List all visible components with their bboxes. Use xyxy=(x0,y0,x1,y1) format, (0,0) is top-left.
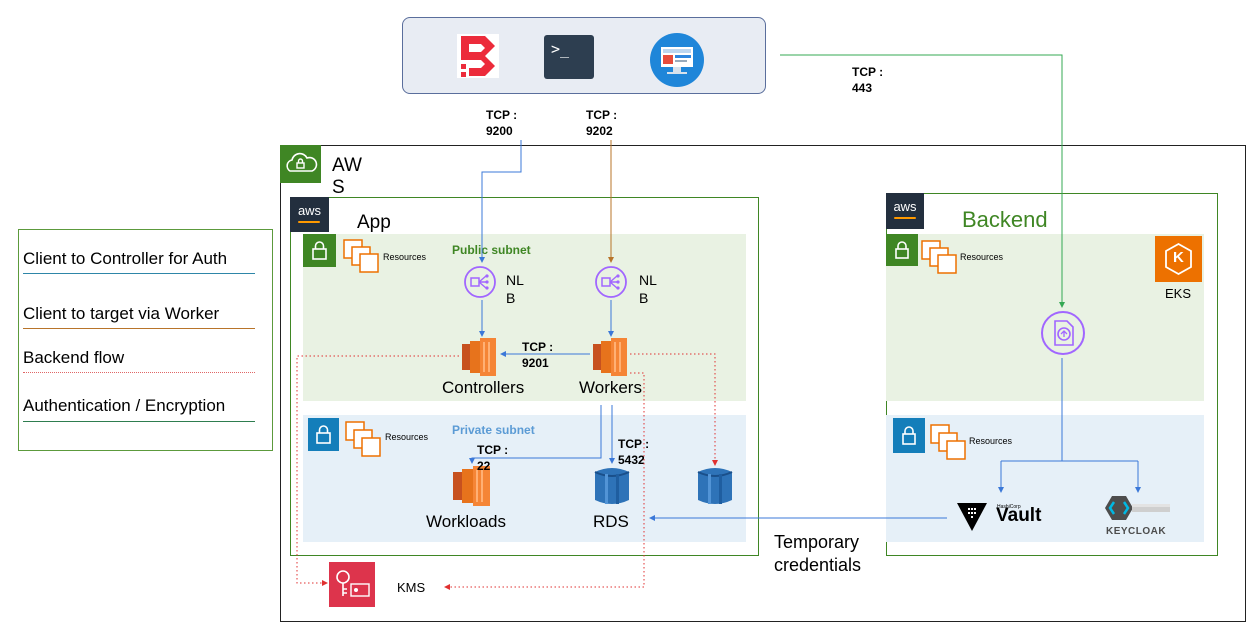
legend-line-auth-encryption xyxy=(23,421,255,422)
line-workers-to-kms xyxy=(444,372,645,590)
workloads-ec2-icon xyxy=(453,466,490,506)
nlb-controller-label: NL B xyxy=(506,272,524,306)
line-controllers-to-kms xyxy=(296,355,459,586)
backend-public-resources-icon xyxy=(921,240,957,274)
eks-glyph: K xyxy=(1173,249,1184,266)
line-client-to-backend-443 xyxy=(780,54,1065,308)
legend-line-worker-target xyxy=(23,328,255,329)
app-aws-badge: aws xyxy=(290,197,329,232)
client-tools-panel: >_ xyxy=(402,17,766,94)
legend-item-auth-encryption: Authentication / Encryption xyxy=(23,396,226,415)
legend-line-backend-flow xyxy=(23,372,255,373)
workloads-label: Workloads xyxy=(426,512,506,531)
backend-aws-badge: aws xyxy=(886,193,924,229)
port-label-9201: TCP : 9201 xyxy=(522,340,554,370)
kms-label: KMS xyxy=(397,580,426,595)
temporary-credentials-label: Temporary credentials xyxy=(774,532,862,575)
app-account-container xyxy=(290,197,759,556)
backend-private-lock-icon xyxy=(893,418,925,453)
app-title: App xyxy=(357,212,391,233)
app-private-resources-icon xyxy=(345,421,381,457)
workers-label: Workers xyxy=(579,378,642,397)
legend-item-controller-auth: Client to Controller for Auth xyxy=(23,249,228,268)
backend-public-resources-label: Resources xyxy=(960,252,1004,262)
vault-icon xyxy=(957,503,987,531)
keycloak-icon xyxy=(1105,496,1170,520)
workers-ec2-icon xyxy=(593,338,627,376)
controllers-ec2-icon xyxy=(462,338,496,376)
line-workers-to-workloads xyxy=(469,405,602,464)
backend-title: Backend xyxy=(962,207,1048,232)
vault-label: Vault xyxy=(996,505,1042,526)
rds-secondary-icon xyxy=(697,468,733,504)
line-eks-to-vault-keycloak xyxy=(1000,358,1139,490)
nlb-controller-icon xyxy=(464,266,496,298)
backend-private-resources-label: Resources xyxy=(969,436,1013,446)
keycloak-label: KEYCLOAK xyxy=(1106,526,1167,537)
line-client-to-controller-nlb xyxy=(479,140,522,263)
private-subnet-lock-icon xyxy=(308,418,339,451)
boundary-logo-icon xyxy=(457,34,499,78)
aws-cloud-container xyxy=(280,145,1246,622)
controllers-label: Controllers xyxy=(442,378,525,397)
nlb-worker-icon xyxy=(595,266,627,298)
public-subnet-label: Public subnet xyxy=(452,243,531,257)
rds-label: RDS xyxy=(593,512,629,531)
line-workers-to-rds-secondary xyxy=(630,353,718,466)
app-private-subnet xyxy=(303,415,746,542)
port-label-5432: TCP : 5432 xyxy=(618,437,650,467)
legend-item-backend-flow: Backend flow xyxy=(23,348,125,367)
app-private-resources-label: Resources xyxy=(385,432,429,442)
desktop-client-icon xyxy=(650,33,704,87)
legend-line-controller-auth xyxy=(23,273,255,274)
kms-icon xyxy=(329,562,375,607)
vault-small-label: HashiCorp xyxy=(997,504,1021,510)
port-label-9202: TCP : 9202 xyxy=(586,108,618,138)
rds-icon xyxy=(594,468,630,504)
terminal-icon: >_ xyxy=(544,35,594,79)
port-label-22: TCP : 22 xyxy=(477,443,509,473)
legend-panel: Client to Controller for Auth Client to … xyxy=(18,229,273,451)
app-public-resources-label: Resources xyxy=(383,252,427,262)
eks-icon: K xyxy=(1155,236,1202,282)
legend-item-worker-target: Client to target via Worker xyxy=(23,304,220,323)
port-label-9200: TCP : 9200 xyxy=(486,108,518,138)
terminal-glyph: >_ xyxy=(551,40,570,58)
backend-public-lock-icon xyxy=(886,234,918,266)
eks-label: EKS xyxy=(1165,286,1192,301)
aws-title: AW S xyxy=(332,155,362,198)
backend-private-resources-icon xyxy=(930,424,966,460)
eks-service-icon xyxy=(1041,311,1085,355)
app-public-resources-icon xyxy=(343,239,379,273)
public-subnet-lock-icon xyxy=(303,234,336,267)
aws-cloud-icon xyxy=(280,145,321,183)
nlb-worker-label: NL B xyxy=(639,272,657,306)
private-subnet-label: Private subnet xyxy=(452,423,535,437)
port-label-443: TCP : 443 xyxy=(852,65,884,95)
